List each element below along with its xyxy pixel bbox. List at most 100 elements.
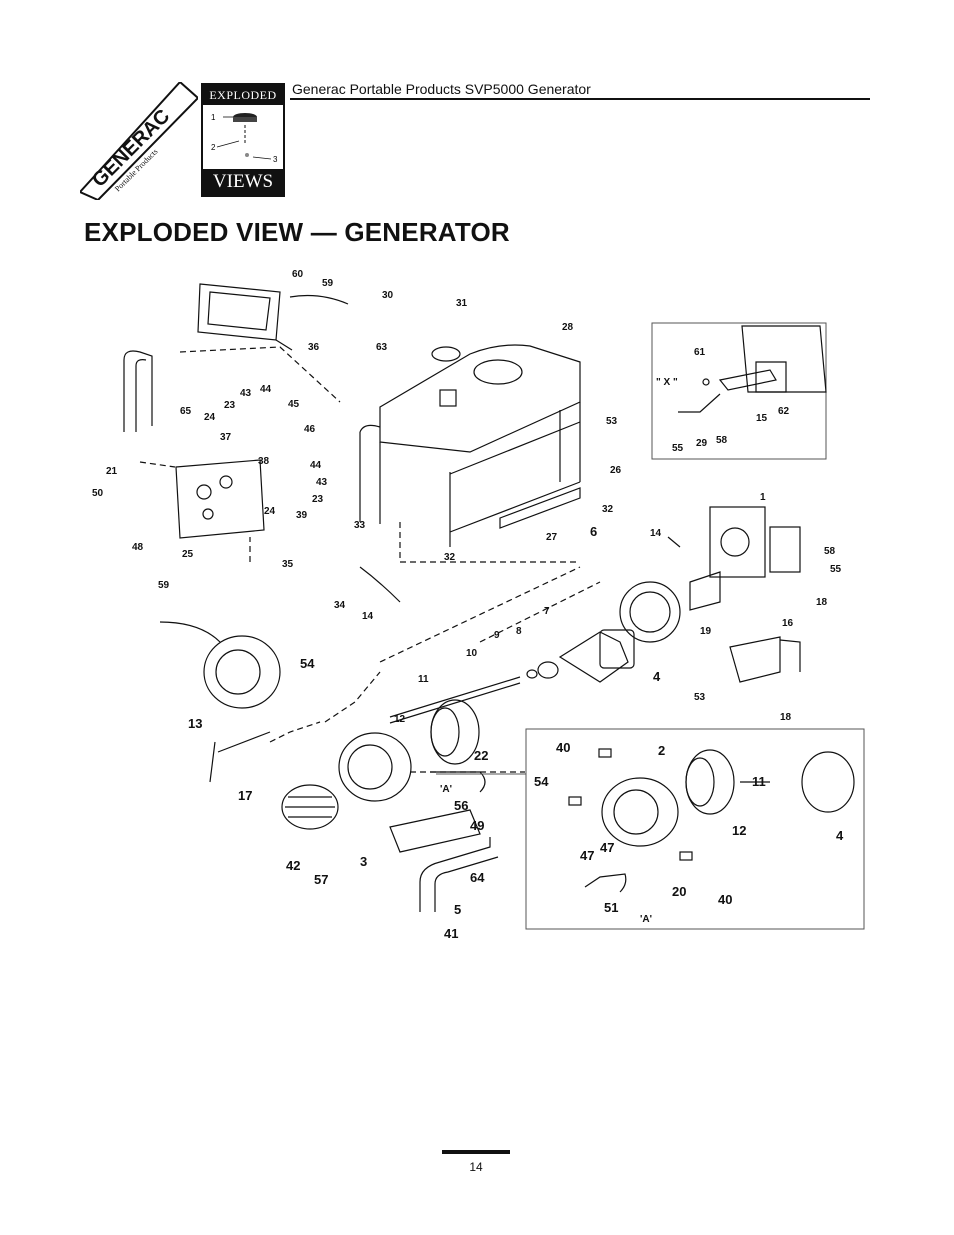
callout-45: 45 [288,399,300,410]
document-title: Generac Portable Products SVP5000 Genera… [292,81,591,97]
callout-9: 9 [494,630,500,641]
callout-24: 24 [204,412,216,423]
callout-54: 54 [300,656,315,671]
callout-23-b: 23 [312,494,324,505]
callout-30: 30 [382,290,394,301]
callout-1: 1 [760,492,766,503]
callout-4: 4 [653,669,661,684]
callout-5: 5 [454,902,461,917]
inset-callout-47-a: 47 [580,848,594,863]
badge-callout-3: 3 [273,155,278,164]
inset-callout-54: 54 [534,774,549,789]
callout-60: 60 [292,269,304,280]
callout-59-b: 59 [158,580,170,591]
callout-19: 19 [700,626,712,637]
inset-callout-4: 4 [836,828,844,843]
callout-13: 13 [188,716,202,731]
callout-64: 64 [470,870,485,885]
connector-label-inset: 'A' [640,914,652,925]
callout-50: 50 [92,488,104,499]
callout-46: 46 [304,424,316,435]
callout-56: 56 [454,798,468,813]
callout-24-b: 24 [264,506,276,517]
inset-callout-15: 15 [756,413,768,424]
callout-7: 7 [544,606,550,617]
page-heading: EXPLODED VIEW — GENERATOR [84,217,510,247]
exploded-diagram: " X " 'A' 'A' 60 59 [80,262,880,952]
callout-65: 65 [180,406,192,417]
callout-34: 34 [334,600,346,611]
callout-10: 10 [466,648,478,659]
callout-17: 17 [238,788,252,803]
callout-14-b: 14 [362,611,374,622]
badge-top-label: EXPLODED [203,85,283,105]
callout-12: 12 [394,714,406,725]
callout-43-b: 43 [316,477,328,488]
callout-27: 27 [546,532,558,543]
callout-14: 14 [650,528,662,539]
callouts-inset-x: 61 15 62 55 29 58 [672,347,790,454]
inset-x-label: " X " [656,377,678,388]
callout-26: 26 [610,465,622,476]
inset-callout-55: 55 [672,443,684,454]
callout-6: 6 [590,524,597,539]
inset-callout-62: 62 [778,406,790,417]
callout-3: 3 [360,854,367,869]
inset-callout-12: 12 [732,823,746,838]
callout-49: 49 [470,818,484,833]
detail-inset-a [525,728,865,930]
inset-callout-40-b: 40 [718,892,732,907]
callout-23: 23 [224,400,236,411]
callout-37: 37 [220,432,232,443]
badge-illustration: 1 2 3 [211,113,278,164]
callout-53-b: 53 [694,692,706,703]
callout-31: 31 [456,298,468,309]
callout-48: 48 [132,542,144,553]
callout-55: 55 [830,564,842,575]
callout-53: 53 [606,416,618,427]
callout-43: 43 [240,388,252,399]
inset-callout-29: 29 [696,438,708,449]
header-rule [290,98,870,100]
callout-44: 44 [260,384,272,395]
badge-callout-1: 1 [211,113,216,122]
callout-42: 42 [286,858,300,873]
callout-25: 25 [182,549,194,560]
callout-38: 38 [258,456,270,467]
page-number: 14 [469,1160,483,1174]
callout-32-b: 32 [602,504,614,515]
inset-callout-61: 61 [694,347,706,358]
inset-callout-20: 20 [672,884,686,899]
diagram-svg: " X " 'A' 'A' 60 59 [92,269,865,941]
inset-callout-51: 51 [604,900,618,915]
connector-label-main: 'A' [440,784,452,795]
exploded-views-badge: EXPLODED 1 2 3 VIEWS [201,83,285,197]
callout-8: 8 [516,626,522,637]
callout-33: 33 [354,520,366,531]
generac-logo: GENERAC Portable Products [78,80,200,202]
callout-44-b: 44 [310,460,322,471]
inset-callout-47-b: 47 [600,840,614,855]
callouts-main: 60 59 36 30 31 28 63 65 24 23 43 44 45 3… [92,269,842,941]
footer-bar [442,1150,510,1154]
callout-21: 21 [106,466,118,477]
callout-35: 35 [282,559,294,570]
badge-callout-2: 2 [211,143,216,152]
inset-callout-11: 11 [752,774,766,789]
callout-16: 16 [782,618,794,629]
diagram-artwork [123,283,801,912]
detail-inset-x: " X " [651,322,827,460]
inset-callout-40: 40 [556,740,570,755]
callout-41: 41 [444,926,458,941]
callout-18: 18 [816,597,828,608]
callouts-inset-a: 40 2 11 54 12 4 47 47 20 40 51 [534,740,844,915]
inset-callout-58: 58 [716,435,728,446]
inset-callout-2: 2 [658,743,665,758]
callout-11: 11 [418,674,429,685]
callout-63: 63 [376,342,388,353]
callout-22: 22 [474,748,488,763]
callout-36: 36 [308,342,320,353]
callout-58: 58 [824,546,836,557]
callout-28: 28 [562,322,574,333]
callout-57: 57 [314,872,328,887]
